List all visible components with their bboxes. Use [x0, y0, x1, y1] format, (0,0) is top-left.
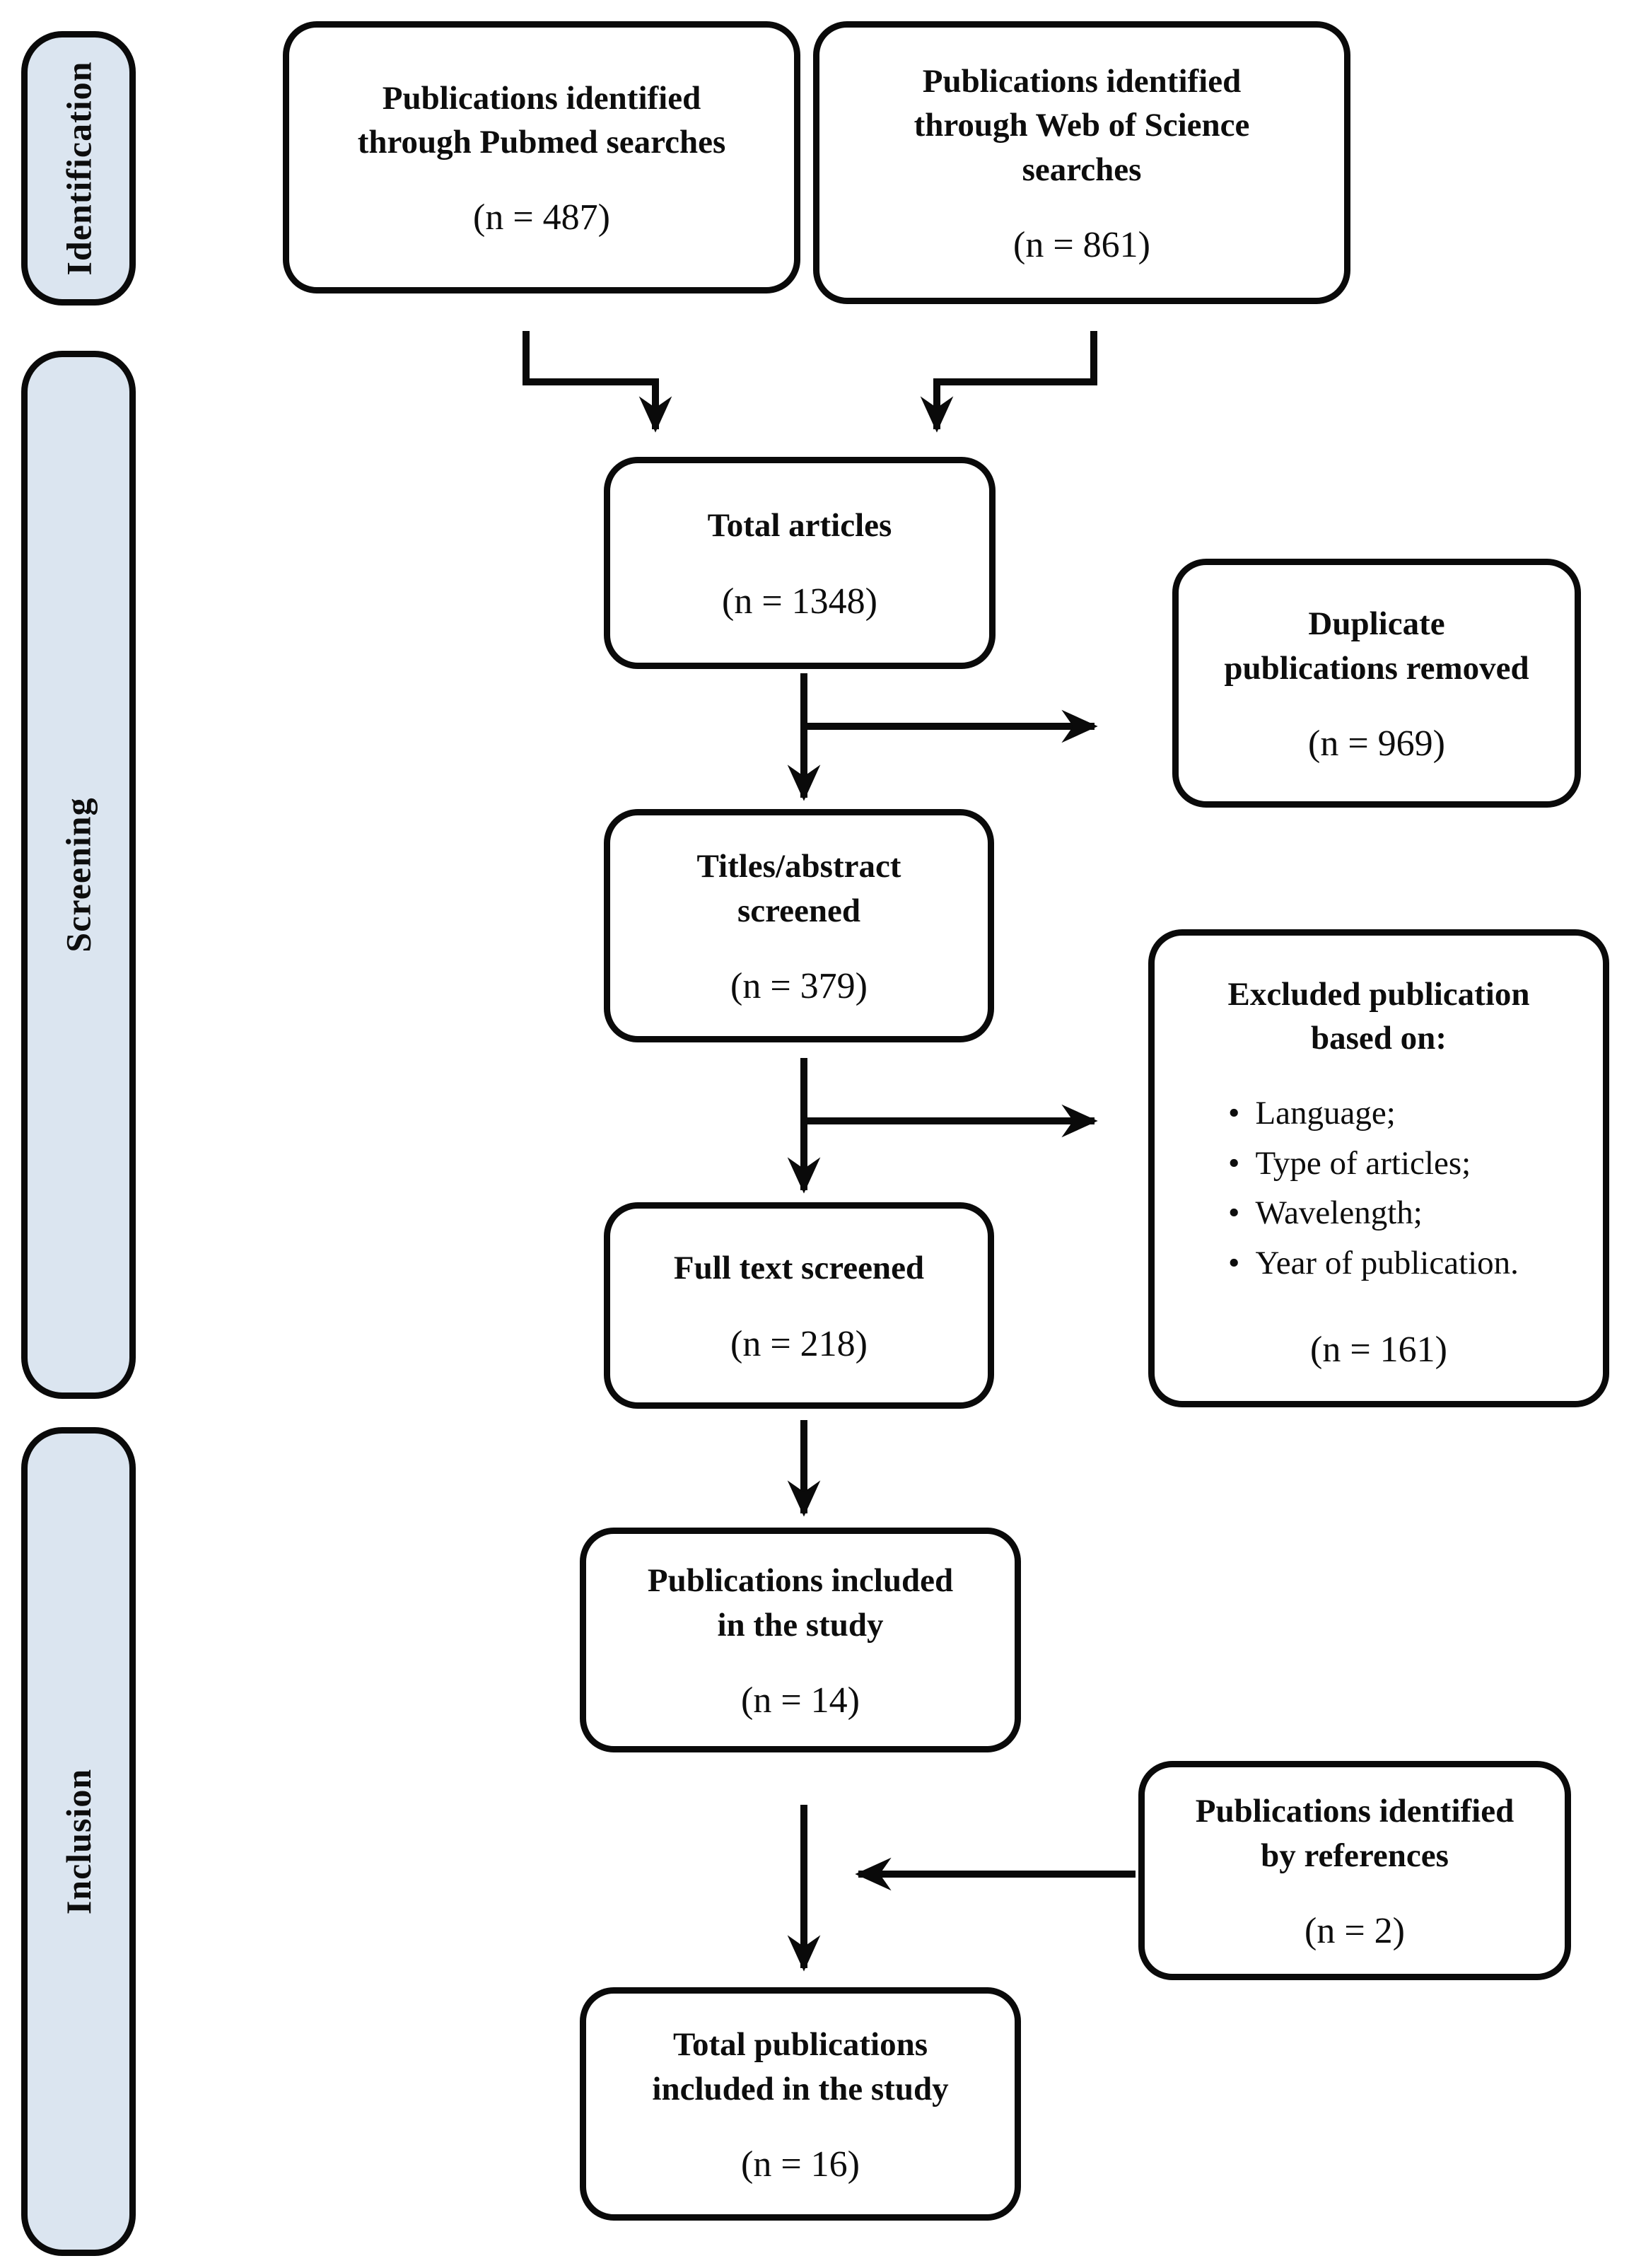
bullet-icon: • [1228, 1095, 1240, 1132]
exclusion-reason-item: • Language; [1228, 1088, 1519, 1139]
node-total-articles: Total articles (n = 1348) [604, 457, 996, 669]
node-pubmed-search-count: (n = 487) [473, 197, 610, 238]
node-total-publications-included-label: Total publications included in the study [652, 2026, 949, 2107]
node-publications-included-count: (n = 14) [741, 1680, 860, 1721]
arrow-wos-to-total [920, 331, 1097, 433]
node-web-of-science-search: Publications identified through Web of S… [813, 21, 1350, 304]
phase-identification: Identification [21, 31, 136, 306]
node-full-text-screened-count: (n = 218) [730, 1323, 868, 1364]
node-web-of-science-search-label: Publications identified through Web of S… [914, 63, 1250, 188]
node-titles-abstract-screened-label: Titles/abstract screened [696, 848, 901, 929]
node-pubmed-search-label: Publications identified through Pubmed s… [357, 79, 726, 161]
node-duplicates-removed: Duplicate publications removed (n = 969) [1172, 559, 1581, 808]
node-pubmed-search: Publications identified through Pubmed s… [283, 21, 800, 293]
node-identified-by-references-label: Publications identified by references [1195, 1793, 1514, 1874]
arrow-pubmed-to-total [523, 331, 672, 433]
phase-inclusion: Inclusion [21, 1427, 136, 2256]
exclusion-reason-item: • Year of publication. [1228, 1238, 1519, 1289]
node-titles-abstract-screened-count: (n = 379) [730, 965, 868, 1006]
node-duplicates-removed-label: Duplicate publications removed [1224, 605, 1529, 687]
node-identified-by-references: Publications identified by references (n… [1138, 1761, 1571, 1980]
node-web-of-science-search-count: (n = 861) [1013, 224, 1150, 265]
exclusion-reason-item: • Type of articles; [1228, 1139, 1519, 1189]
node-total-articles-count: (n = 1348) [722, 581, 877, 622]
exclusion-reason-list: • Language; • Type of articles; • Wavelengt… [1228, 1088, 1519, 1288]
node-total-articles-label: Total articles [707, 507, 892, 545]
node-identified-by-references-count: (n = 2) [1304, 1910, 1405, 1951]
node-full-text-screened-label: Full text screened [673, 1250, 925, 1287]
bullet-icon: • [1228, 1194, 1240, 1232]
exclusion-reason-item: • Wavelength; [1228, 1188, 1519, 1238]
node-excluded-publications: Excluded publication based on: • Language… [1148, 929, 1609, 1407]
node-full-text-screened: Full text screened (n = 218) [604, 1202, 994, 1409]
exclusion-reason-text: Year of publication. [1255, 1244, 1519, 1281]
node-excluded-publications-count: (n = 161) [1310, 1330, 1447, 1371]
node-total-publications-included-count: (n = 16) [741, 2144, 860, 2185]
node-publications-included: Publications included in the study (n = … [580, 1528, 1021, 1752]
phase-identification-label: Identification [59, 61, 98, 276]
exclusion-reason-text: Type of articles; [1255, 1144, 1471, 1182]
node-total-publications-included: Total publications included in the study… [580, 1987, 1021, 2221]
phase-inclusion-label: Inclusion [59, 1768, 99, 1915]
node-titles-abstract-screened: Titles/abstract screened (n = 379) [604, 809, 994, 1042]
bullet-icon: • [1228, 1144, 1240, 1182]
exclusion-reason-text: Wavelength; [1255, 1194, 1423, 1232]
node-excluded-publications-label: Excluded publication based on: [1227, 976, 1530, 1057]
node-publications-included-label: Publications included in the study [647, 1562, 954, 1644]
phase-screening-label: Screening [59, 797, 98, 953]
bullet-icon: • [1228, 1244, 1240, 1281]
phase-screening: Screening [21, 351, 136, 1399]
node-duplicates-removed-count: (n = 969) [1308, 723, 1445, 764]
exclusion-reason-text: Language; [1255, 1095, 1396, 1132]
